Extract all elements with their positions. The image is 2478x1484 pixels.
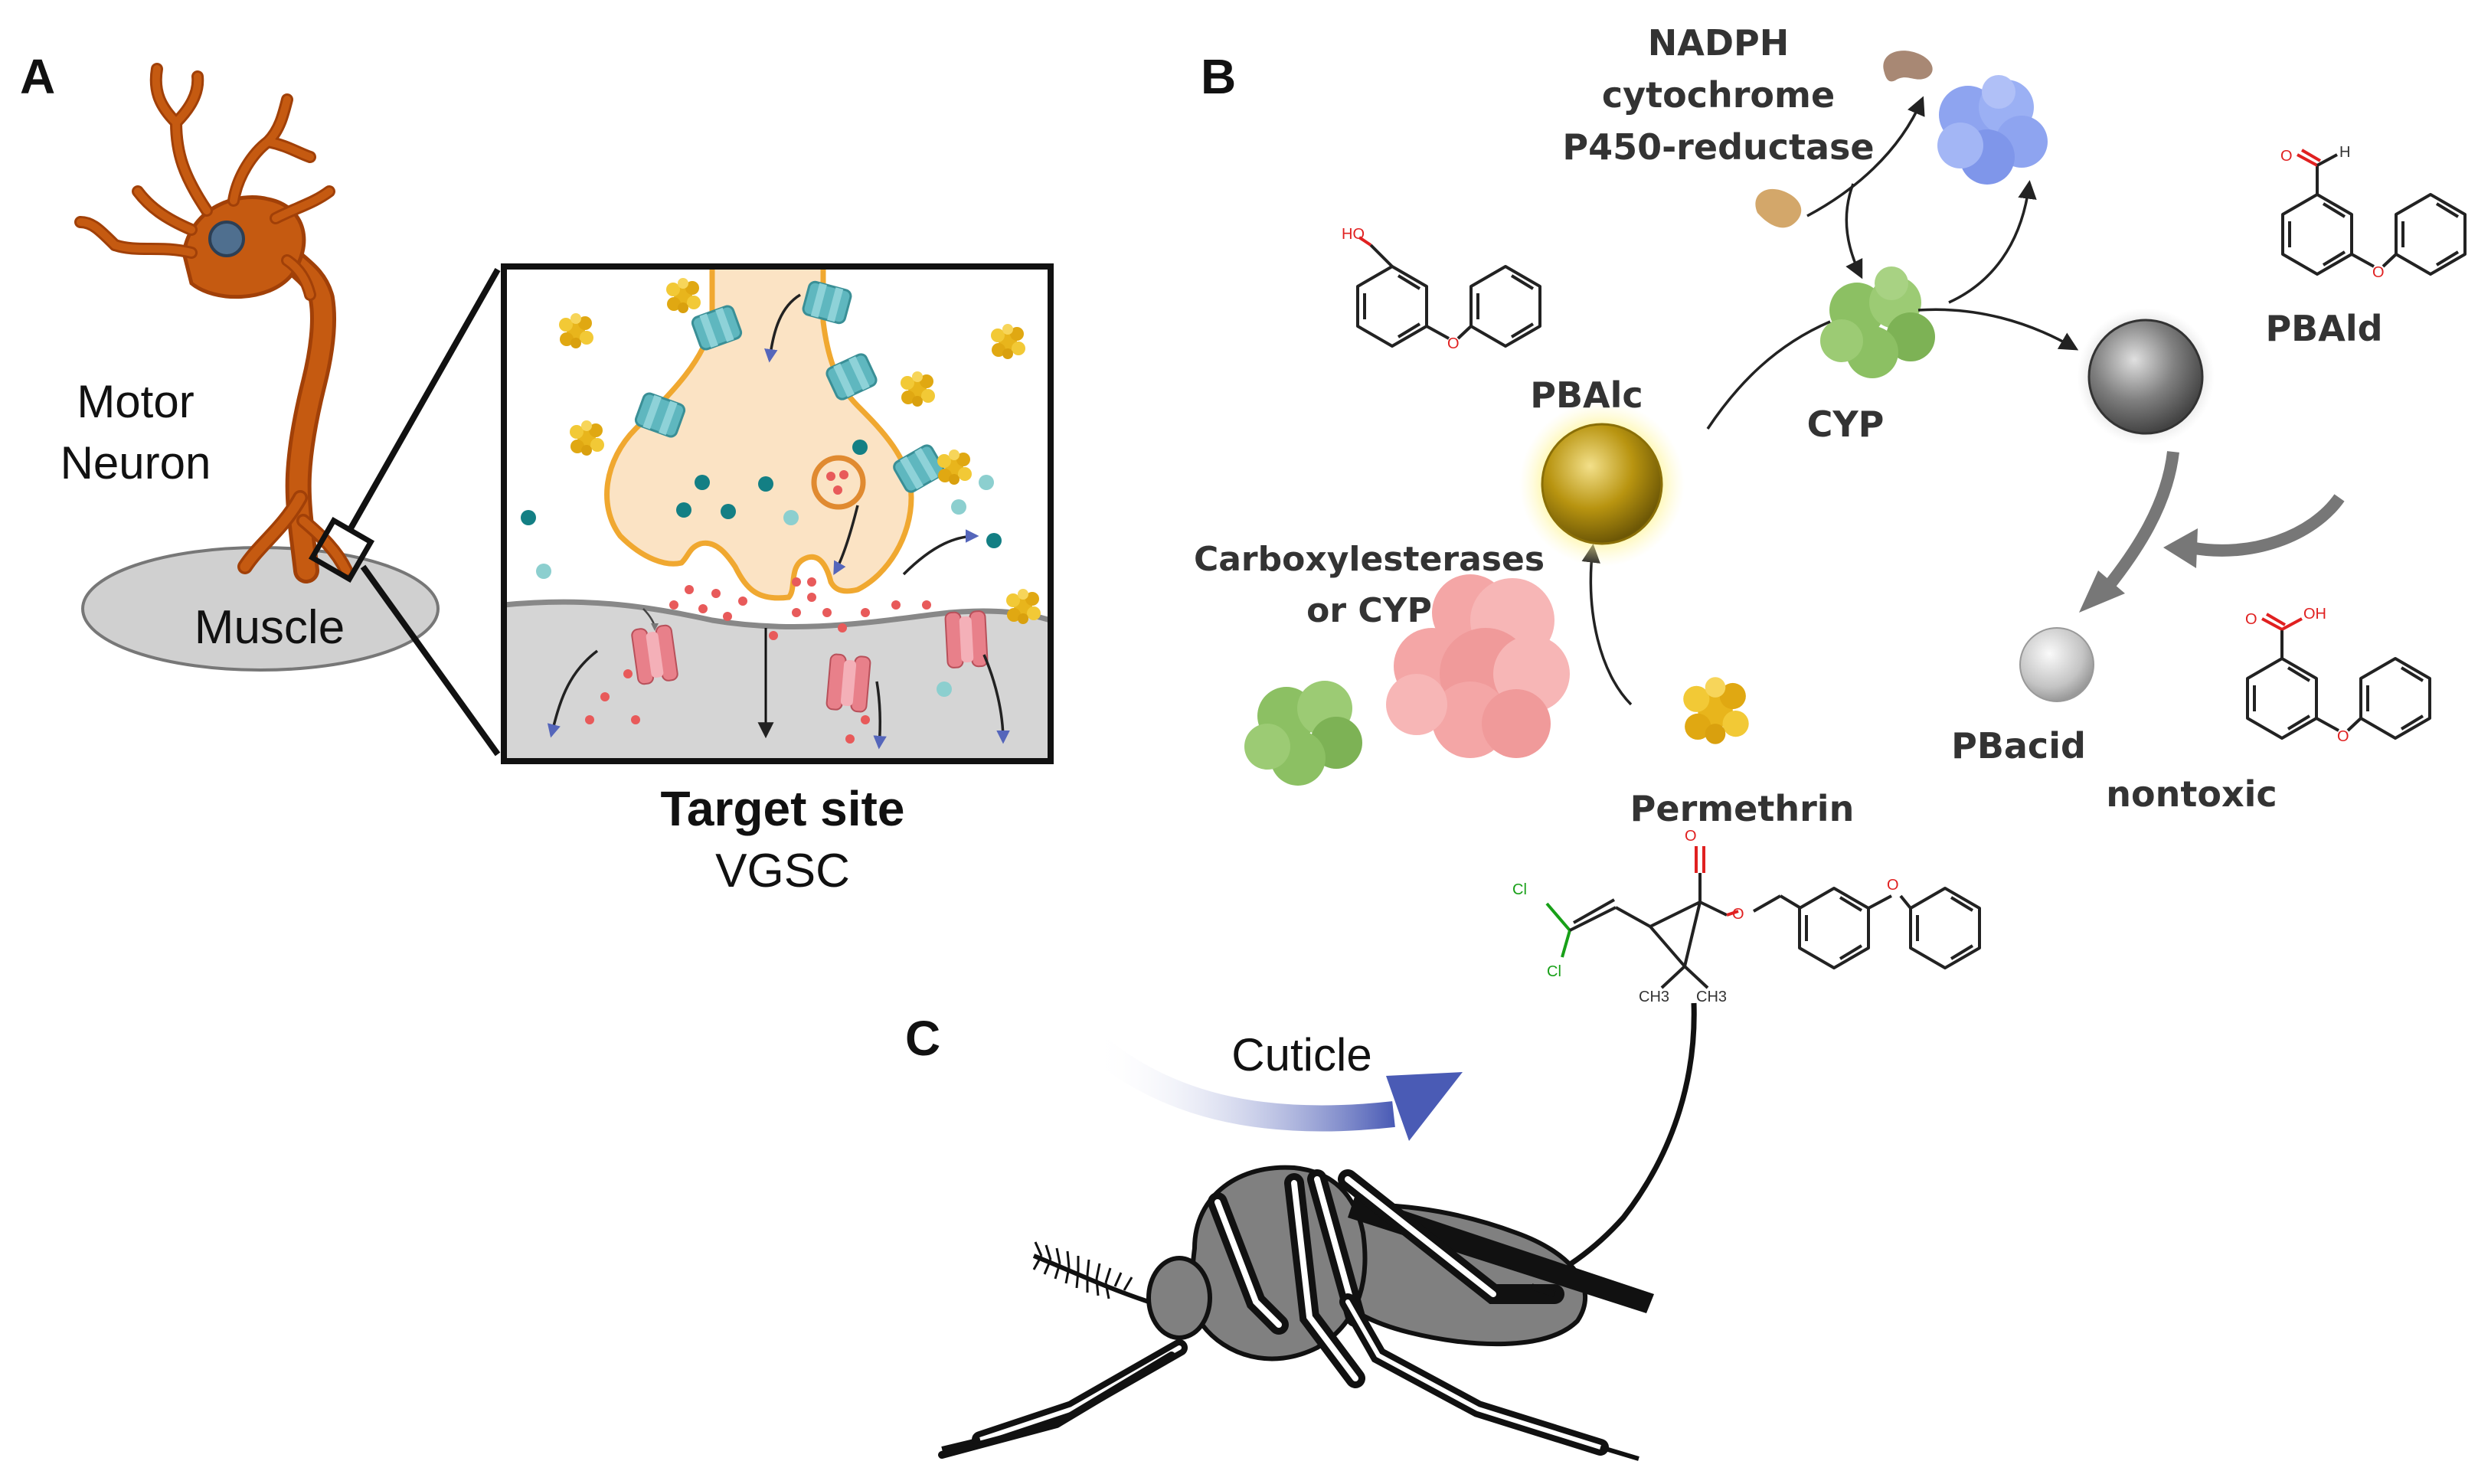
cuticle-arrowhead [1386,1072,1463,1141]
pbald-structure: O H O [2280,144,2467,281]
cuticle-label: Cuticle [1231,1029,1371,1080]
pbacid-label: PBacid [1951,725,2086,767]
pbald-sphere [2087,319,2204,435]
pbald-o2-label: O [2372,264,2385,281]
reaction-arrows [1581,96,2079,706]
permethrin-ch3-1-label: CH3 [1639,989,1669,1005]
cyp-enzyme-icon-left [1244,681,1362,786]
pbald-label: PBAld [2265,308,2382,349]
cuticle-arrow [1087,1035,1395,1132]
zoom-line-top [348,268,501,530]
permethrin-o3-label: O [1887,877,1899,894]
motor-neuron-label-1: Motor [77,376,194,427]
nadph-oxidized-icon [1883,51,1933,82]
permethrin-cl1-label: Cl [1512,881,1527,898]
zoom-box [308,516,375,583]
nadph-label-3: P450-reductase [1562,126,1874,168]
panel-label-c: C [905,1011,940,1066]
permethrin-cl2-label: Cl [1547,963,1561,980]
permethrin-molecule-icon [1683,677,1749,744]
mosquito-front-leg [1530,1002,1697,1290]
pbacid-o2-label: O [2337,728,2349,745]
pbalc-ho-label: HO [1342,226,1365,243]
pbald-h-label: H [2339,144,2350,161]
motor-neuron-label-2: Neuron [60,437,211,489]
nadph-reduced-icon [1755,188,1802,228]
pbald-o1-label: O [2280,148,2293,165]
reductase-enzyme-icon [1937,75,2048,185]
nontoxic-label: nontoxic [2106,773,2277,815]
pbalc-o-label: O [1447,335,1460,352]
carboxylesterase-enzyme-icon [1386,574,1570,758]
panel-label-a: A [20,49,55,104]
panel-label-b: B [1201,49,1236,104]
pbacid-oh-label: OH [2303,606,2326,623]
pbalc-sphere [1541,423,1663,545]
pbacid-sphere [2019,627,2094,702]
target-site-title: Target site [661,781,905,836]
nadph-label-1: NADPH [1648,22,1790,64]
nadph-label-2: cytochrome [1602,74,1835,116]
pbacid-structure: O OH O [2245,606,2431,745]
permethrin-label: Permethrin [1630,788,1855,829]
cyp-label: CYP [1807,404,1885,445]
synapse-inset [501,263,1054,764]
pbalc-structure: HO O [1342,226,1541,352]
motor-neuron-icon [74,63,353,583]
mosquito-icon [938,1165,1654,1461]
muscle-label: Muscle [195,601,345,654]
permethrin-ch3-2-label: CH3 [1696,989,1727,1005]
permethrin-o1-label: O [1685,828,1697,845]
zoom-line-bottom [360,564,501,757]
pbalc-label: PBAlc [1530,374,1643,416]
gray-arrow-1 [2100,451,2179,593]
target-site-subtitle: VGSC [715,845,850,897]
carboxylesterase-label-1: Carboxylesterases [1194,540,1545,579]
permethrin-o2-label: O [1732,906,1744,923]
permethrin-structure: Cl Cl O O O CH3 CH3 [1512,828,1981,1005]
gray-arrow-2 [2189,494,2345,557]
pbacid-o-label: O [2245,611,2257,628]
cyp-enzyme-icon [1820,266,1935,378]
carboxylesterase-label-2: or CYP [1306,591,1432,630]
